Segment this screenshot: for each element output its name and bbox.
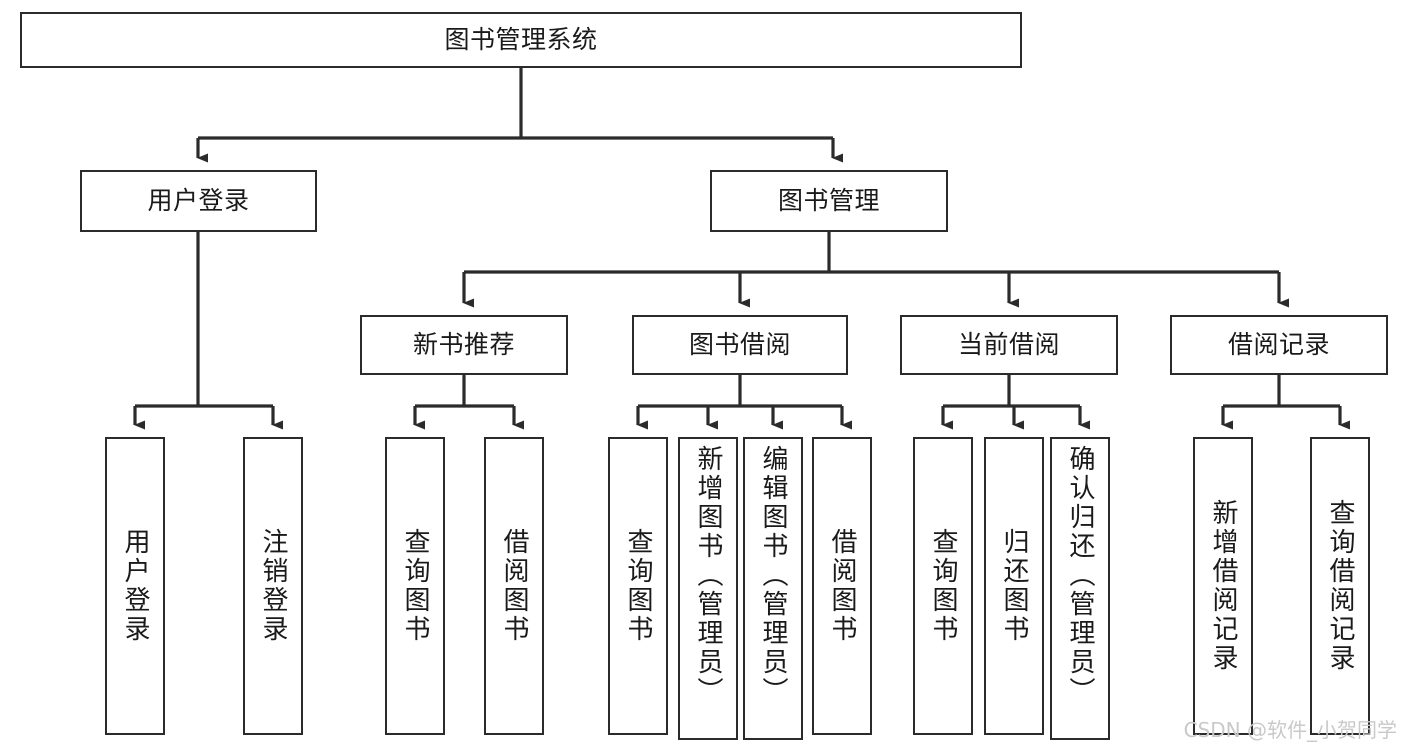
- node-label: 确认归还（管理员）: [1065, 445, 1095, 706]
- node-label: 借阅图书: [827, 528, 857, 644]
- node-book-manage[interactable]: 图书管理: [710, 170, 948, 232]
- node-label: 借阅图书: [499, 528, 529, 644]
- node-leaf-add-borrow-record[interactable]: 新增借阅记录: [1193, 437, 1253, 735]
- node-label: 注销登录: [258, 528, 288, 644]
- node-label: 借阅记录: [1227, 330, 1330, 359]
- node-label: 图书借阅: [688, 330, 791, 359]
- node-current-borrow[interactable]: 当前借阅: [900, 315, 1118, 375]
- node-label: 新增图书（管理员）: [693, 445, 723, 706]
- csdn-watermark: CSDN @软件_小贺同学: [1183, 718, 1397, 742]
- node-leaf-borrow-book-1[interactable]: 借阅图书: [484, 437, 544, 735]
- node-label: 查询图书: [928, 528, 958, 644]
- node-label: 新书推荐: [412, 330, 515, 359]
- node-leaf-borrow-book-2[interactable]: 借阅图书: [812, 437, 872, 735]
- node-label: 用户登录: [147, 186, 250, 215]
- node-leaf-confirm-return-admin[interactable]: 确认归还（管理员）: [1050, 437, 1110, 740]
- node-label: 图书管理: [777, 186, 880, 215]
- node-leaf-query-borrow-record[interactable]: 查询借阅记录: [1310, 437, 1370, 735]
- node-new-book-recommend[interactable]: 新书推荐: [360, 315, 568, 375]
- node-label: 用户登录: [120, 528, 150, 644]
- node-label: 图书管理系统: [444, 25, 598, 54]
- node-label: 编辑图书（管理员）: [758, 445, 788, 706]
- node-leaf-query-book-2[interactable]: 查询图书: [608, 437, 668, 735]
- node-label: 查询借阅记录: [1325, 499, 1355, 673]
- node-label: 查询图书: [400, 528, 430, 644]
- node-leaf-query-book-3[interactable]: 查询图书: [913, 437, 973, 735]
- node-label: 当前借阅: [957, 330, 1060, 359]
- node-user-login[interactable]: 用户登录: [80, 170, 317, 232]
- node-book-borrow[interactable]: 图书借阅: [632, 315, 848, 375]
- node-label: 归还图书: [999, 528, 1029, 644]
- node-leaf-add-book-admin[interactable]: 新增图书（管理员）: [678, 437, 738, 740]
- node-leaf-logout[interactable]: 注销登录: [243, 437, 303, 735]
- node-leaf-edit-book-admin[interactable]: 编辑图书（管理员）: [743, 437, 803, 740]
- node-leaf-return-book[interactable]: 归还图书: [984, 437, 1044, 735]
- node-leaf-query-book-1[interactable]: 查询图书: [385, 437, 445, 735]
- node-label: 查询图书: [623, 528, 653, 644]
- node-label: 新增借阅记录: [1208, 499, 1238, 673]
- node-root-system[interactable]: 图书管理系统: [20, 12, 1022, 68]
- node-leaf-user-login[interactable]: 用户登录: [105, 437, 165, 735]
- node-borrow-record[interactable]: 借阅记录: [1170, 315, 1388, 375]
